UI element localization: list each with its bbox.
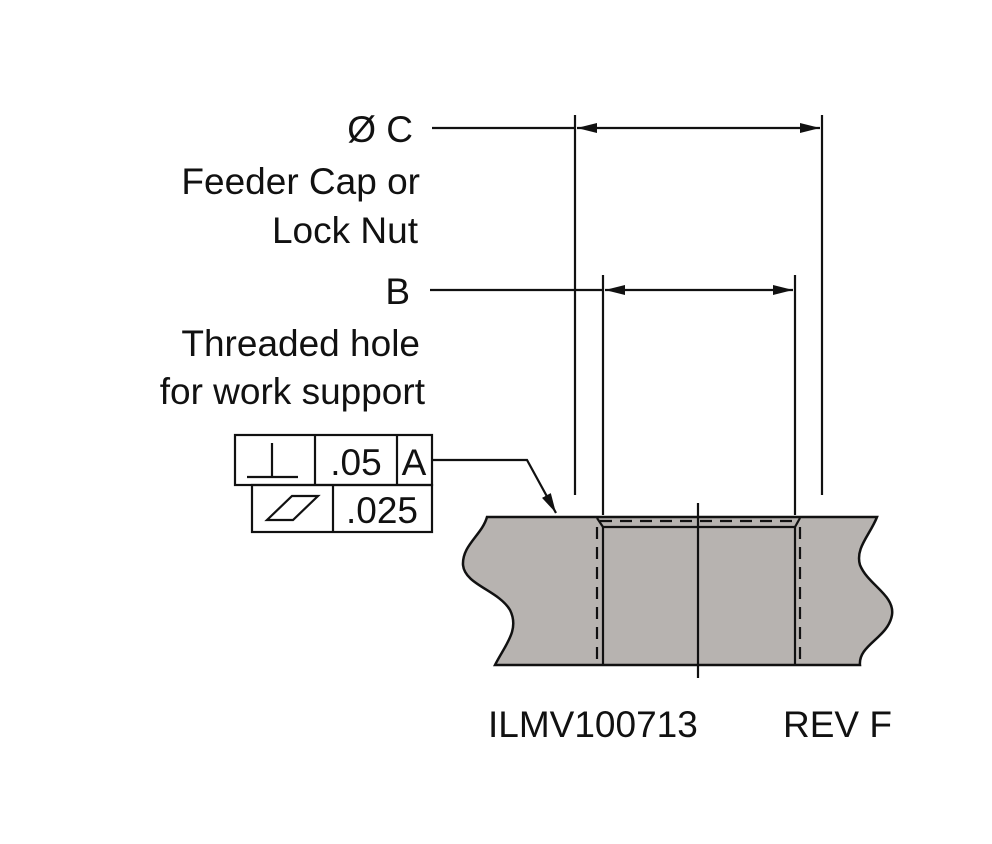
part-section <box>461 515 894 667</box>
revision: REV F <box>783 704 892 745</box>
perpendicularity-tolerance: .05 <box>330 442 381 483</box>
perpendicularity-icon <box>247 443 298 479</box>
dimension-c-label: Ø C <box>347 109 413 150</box>
dimension-b-label: B <box>385 271 410 312</box>
threaded-hole <box>595 503 802 678</box>
datum-reference: A <box>402 442 427 483</box>
dimension-c-desc-1: Feeder Cap or <box>181 161 420 202</box>
feature-control-frame: .05 A .025 <box>233 433 557 534</box>
flatness-icon <box>264 494 321 522</box>
dimension-b-desc-1: Threaded hole <box>181 323 420 364</box>
dimension-b: B Threaded hole for work support <box>160 271 797 515</box>
drawing-number: ILMV100713 <box>488 704 698 745</box>
leader-arrow <box>432 458 557 514</box>
flatness-tolerance: .025 <box>346 490 418 531</box>
dimension-b-desc-2: for work support <box>160 371 426 412</box>
dimension-c-desc-2: Lock Nut <box>272 210 419 251</box>
dimension-c: Ø C Feeder Cap or Lock Nut <box>181 109 824 495</box>
